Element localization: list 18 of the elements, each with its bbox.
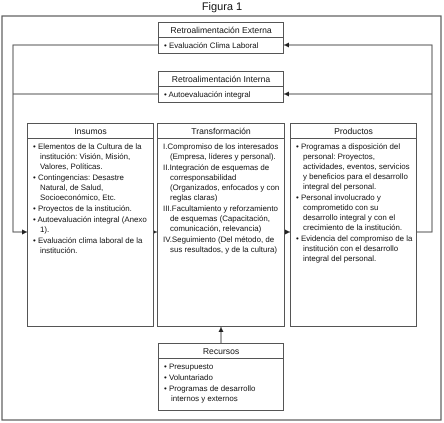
process-box [157, 123, 285, 327]
arrow [284, 230, 290, 234]
process-box [158, 71, 284, 103]
box-heading: Transformación [158, 124, 284, 139]
process-box [290, 123, 417, 327]
box-heading: Recursos [159, 344, 283, 359]
process-box [158, 22, 284, 54]
box-heading: Productos [291, 124, 416, 139]
arrow [12, 94, 158, 234]
process-box [158, 343, 284, 411]
box-heading: Retroalimentación Interna [159, 72, 283, 87]
arrow [218, 326, 224, 344]
figure-title: Figura 1 [200, 1, 244, 13]
arrow [152, 230, 158, 234]
box-heading: Retroalimentación Externa [159, 23, 283, 38]
box-heading: Insumos [28, 124, 153, 139]
process-box [27, 123, 154, 327]
arrow [284, 92, 432, 232]
